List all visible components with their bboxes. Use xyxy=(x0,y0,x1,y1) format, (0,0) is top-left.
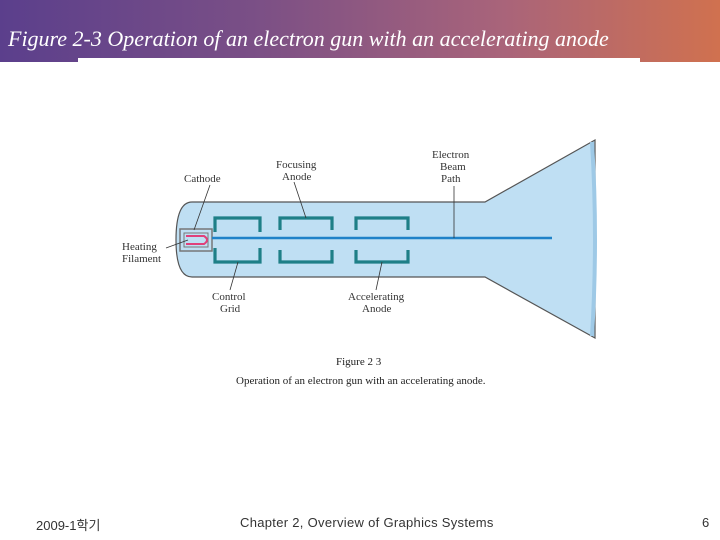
label-electron-1: Electron xyxy=(432,149,470,161)
label-control-1: Control xyxy=(212,291,246,303)
title-underline xyxy=(78,58,640,62)
heating-filament xyxy=(186,235,208,245)
label-accelerating-2: Anode xyxy=(362,303,391,315)
label-focusing-anode-2: Anode xyxy=(282,171,311,183)
label-accelerating-1: Accelerating xyxy=(348,291,405,303)
electron-gun-diagram: Cathode Focusing Anode Electron Beam Pat… xyxy=(122,138,597,340)
focusing-anode-leader xyxy=(293,181,307,219)
cathode xyxy=(179,228,213,252)
title-bar: Figure 2-3 Operation of an electron gun … xyxy=(0,0,720,62)
label-cathode: Cathode xyxy=(184,173,221,185)
control-grid-leader xyxy=(229,261,239,291)
label-electron-2: Beam xyxy=(440,161,466,173)
footer-chapter: Chapter 2, Overview of Graphics Systems xyxy=(240,515,494,530)
accelerating-anode-leader xyxy=(375,261,383,291)
label-focusing-anode-1: Focusing xyxy=(276,159,317,171)
page-number: 6 xyxy=(702,515,710,530)
label-control-2: Grid xyxy=(220,303,241,315)
figure-number: Figure 2 3 xyxy=(336,356,382,368)
figure-caption: Operation of an electron gun with an acc… xyxy=(236,375,486,387)
label-electron-3: Path xyxy=(441,173,461,185)
crt-screen xyxy=(590,141,597,337)
heating-filament-leader xyxy=(165,239,189,249)
label-heating-1: Heating xyxy=(122,241,157,253)
control-grid xyxy=(213,216,262,264)
footer-semester: 2009-1학기 xyxy=(36,518,101,533)
cathode-leader xyxy=(193,184,211,231)
slide-title: Figure 2-3 Operation of an electron gun … xyxy=(8,26,609,51)
label-heating-2: Filament xyxy=(122,253,161,265)
